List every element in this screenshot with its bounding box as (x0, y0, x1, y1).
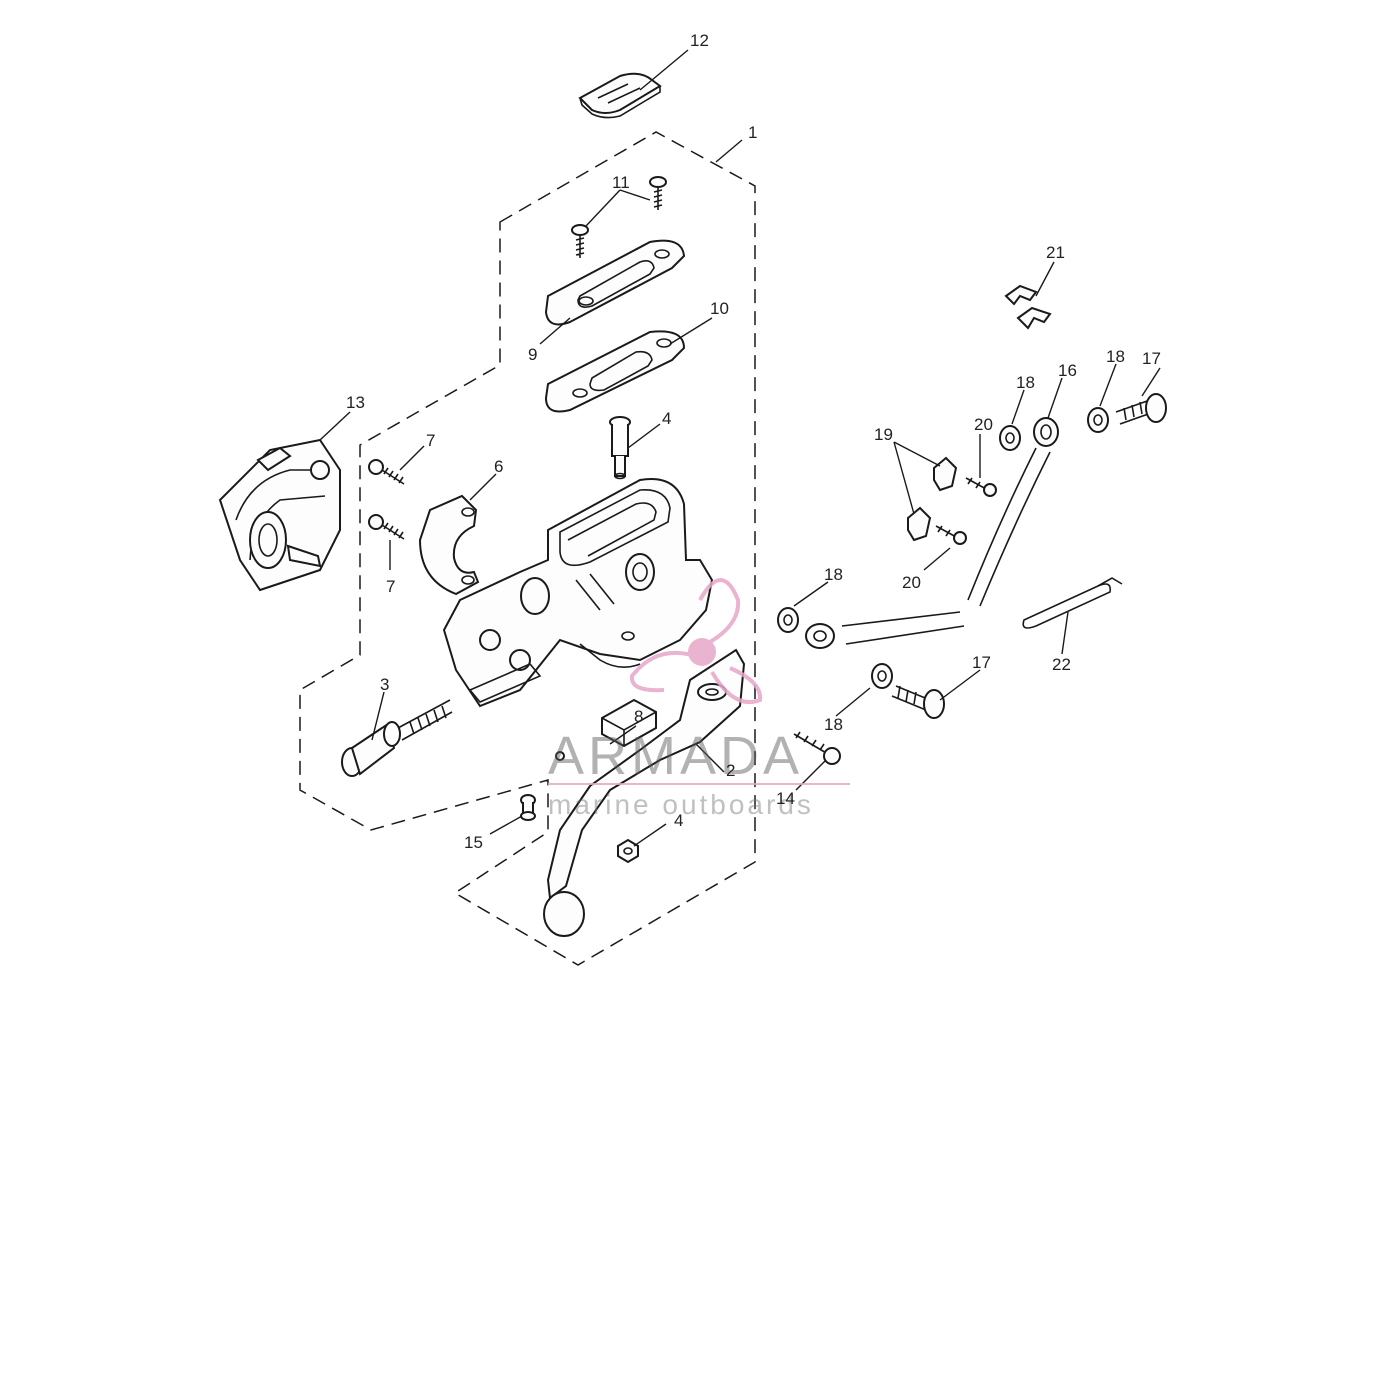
callout-13: 13 (346, 393, 365, 412)
part-18-washers (777, 407, 1109, 689)
part-8-brake-switch (555, 698, 657, 761)
watermark-brand: ARMADA (548, 726, 803, 786)
part-22-wire-spring (1022, 577, 1123, 629)
propeller-logo-icon (629, 578, 763, 705)
callout-labels: 12 1 11 9 10 4 13 7 6 7 3 8 2 4 15 14 21… (346, 31, 1161, 852)
callout-4-upper: 4 (662, 409, 671, 428)
part-9-diaphragm-plate (544, 239, 686, 326)
callout-15: 15 (464, 833, 483, 852)
watermark: ARMADA marine outboards (548, 578, 850, 820)
callout-4-lower: 4 (674, 811, 683, 830)
callout-2: 2 (726, 761, 735, 780)
callout-17-lower: 17 (972, 653, 991, 672)
callout-18-a: 18 (1106, 347, 1125, 366)
assembly-boundary (299, 131, 756, 966)
part-4-nut (617, 838, 639, 864)
part-2-brake-lever (543, 648, 746, 937)
callout-8: 8 (634, 707, 643, 726)
part-13-clamp-housing (218, 438, 341, 592)
part-14-bolt (793, 731, 841, 765)
callout-10: 10 (710, 299, 729, 318)
callout-7-upper: 7 (426, 431, 435, 450)
part-19-hose-clips (907, 456, 958, 542)
callout-1: 1 (748, 123, 757, 142)
part-7-screws (368, 459, 405, 540)
callout-21: 21 (1046, 243, 1065, 262)
part-11-screws (571, 176, 667, 258)
part-15-screw (520, 794, 536, 821)
part-12-reservoir-cap (578, 72, 662, 119)
callout-19: 19 (874, 425, 893, 444)
callout-16: 16 (1058, 361, 1077, 380)
part-17-banjo-bolts (891, 393, 1167, 719)
callout-22: 22 (1052, 655, 1071, 674)
part-16-brake-hose (805, 417, 1059, 649)
callout-12: 12 (690, 31, 709, 50)
part-21-clip (1004, 284, 1052, 330)
leader-lines (319, 49, 1161, 847)
callout-3: 3 (380, 675, 389, 694)
callout-7-lower: 7 (386, 577, 395, 596)
callout-6: 6 (494, 457, 503, 476)
part-3-push-rod (341, 699, 453, 777)
callout-20-lower: 20 (902, 573, 921, 592)
watermark-tagline: marine outboards (548, 789, 814, 820)
callout-11: 11 (612, 173, 630, 192)
part-10-gasket (544, 330, 686, 413)
part-6-clamp-half (418, 494, 480, 596)
callout-18-b: 18 (1016, 373, 1035, 392)
callout-14: 14 (776, 789, 795, 808)
part-20-clip-screws (935, 477, 997, 545)
callout-9: 9 (528, 345, 537, 364)
callout-17-upper: 17 (1142, 349, 1161, 368)
callout-18-c: 18 (824, 565, 843, 584)
callout-18-d: 18 (824, 715, 843, 734)
callout-20-upper: 20 (974, 415, 993, 434)
part-1-master-cylinder-body (442, 478, 714, 708)
part-4-pivot-pin (609, 416, 631, 480)
